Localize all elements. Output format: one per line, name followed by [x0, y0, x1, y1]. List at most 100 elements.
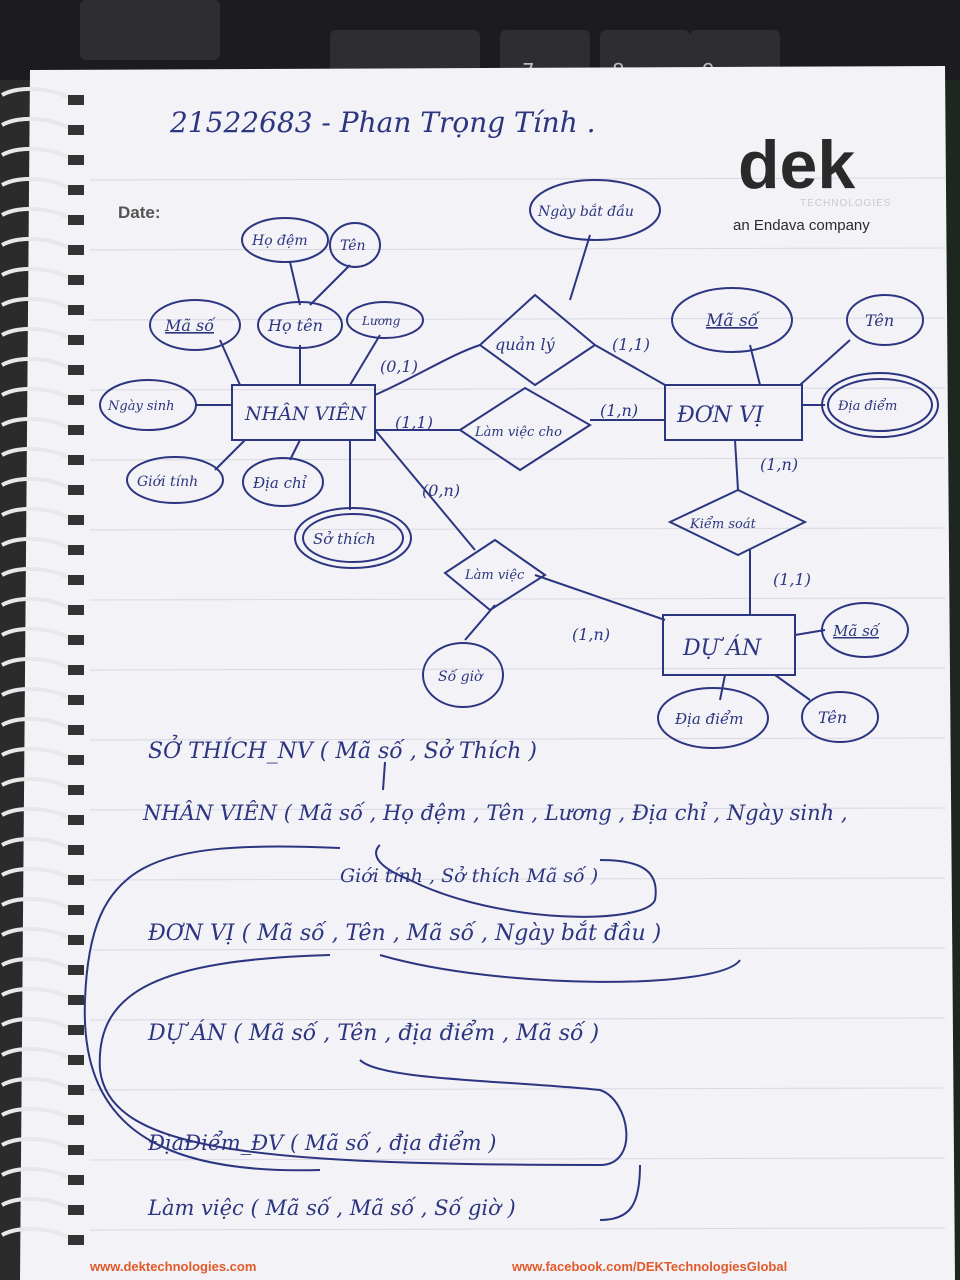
- punch-hole: [68, 635, 84, 645]
- facebook-footer: www.facebook.com/DEKTechnologiesGlobal: [511, 1259, 787, 1274]
- rel-kiem-soat-shape: [667, 488, 808, 557]
- punch-hole: [68, 1055, 84, 1065]
- ruled-lines: [89, 177, 946, 1231]
- keyboard-key: [80, 0, 220, 60]
- punch-hole: [68, 275, 84, 285]
- relational-schema: SỞ THÍCH_NV ( Mã số , Sở Thích ) NHÂN VI…: [142, 734, 848, 1220]
- punch-hole: [68, 755, 84, 765]
- rel-lam-viec-cho: Làm việc cho: [474, 425, 562, 440]
- schema-line: NHÂN VIÊN ( Mã số , Họ đệm , Tên , Lương…: [142, 801, 848, 825]
- punch-hole: [68, 725, 84, 735]
- card-dv-kiem-soat: (1,n): [760, 455, 798, 474]
- entity-du-an: DỰ ÁN: [682, 634, 762, 661]
- punch-hole: [68, 1175, 84, 1185]
- punch-hole: [68, 395, 84, 405]
- attr-luong: Lương: [361, 314, 401, 328]
- dv-attr-dia-diem: Địa điểm: [837, 398, 897, 414]
- card-dv-lam-viec-cho: (1,n): [600, 401, 638, 420]
- punch-hole: [68, 515, 84, 525]
- da-attr-ma-so: Mã số: [832, 622, 881, 640]
- da-attr-dia-diem: Địa điểm: [674, 710, 743, 728]
- punch-hole: [68, 1115, 84, 1125]
- attr-so-gio: Số giờ: [438, 668, 484, 685]
- rel-lam-viec-shape: [443, 538, 547, 612]
- schema-line: Làm việc ( Mã số , Mã số , Số giờ ): [147, 1196, 516, 1220]
- da-attr-ten: Tên: [818, 708, 847, 727]
- punch-hole: [68, 785, 84, 795]
- punch-hole: [68, 335, 84, 345]
- spiral-binding: [1, 86, 84, 1245]
- er-connectors: [195, 234, 851, 701]
- punch-hole: [68, 875, 84, 885]
- attr-ho-ten: Họ tên: [267, 316, 323, 335]
- punch-hole: [68, 575, 84, 585]
- entity-don-vi-box: [664, 384, 803, 441]
- punch-hole: [68, 425, 84, 435]
- punch-hole: [68, 1235, 84, 1245]
- card-nv-lam-viec-cho: (1,1): [395, 413, 433, 432]
- website-footer: www.dektechnologies.com: [89, 1259, 256, 1274]
- punch-hole: [68, 1205, 84, 1215]
- attr-ngay-bat-dau: Ngày bắt đầu: [537, 202, 634, 220]
- attr-ho-dem: Họ đệm: [251, 233, 308, 249]
- rel-quan-ly-shape: [478, 293, 597, 387]
- punch-hole: [68, 95, 84, 105]
- attr-ngay-sinh: Ngày sinh: [107, 399, 175, 414]
- punch-hole: [68, 845, 84, 855]
- attr-gioi-tinh: Giới tính: [137, 474, 198, 490]
- fk-arrows: [83, 761, 741, 1221]
- schema-line: SỞ THÍCH_NV ( Mã số , Sở Thích ): [148, 734, 537, 764]
- punch-hole: [68, 665, 84, 675]
- entity-don-vi: ĐƠN VỊ: [676, 403, 765, 428]
- punch-hole: [68, 215, 84, 225]
- keyboard-key: [500, 30, 590, 80]
- punch-hole: [68, 155, 84, 165]
- punch-hole: [68, 605, 84, 615]
- er-labels: NHÂN VIÊN ĐƠN VỊ DỰ ÁN quản lý Làm việc …: [107, 202, 897, 728]
- card-nv-quan-ly: (0,1): [380, 357, 418, 376]
- punch-hole: [68, 935, 84, 945]
- er-shapes: [99, 179, 939, 749]
- attr-ma-so: Mã số: [164, 316, 216, 335]
- punch-hole: [68, 1025, 84, 1035]
- attr-so-thich: Sở thích: [313, 530, 376, 548]
- keyboard-key: [330, 30, 480, 80]
- schema-line: Giới tính , Sở thích Mã số ): [340, 865, 598, 887]
- punch-hole: [68, 1085, 84, 1095]
- punch-hole: [68, 185, 84, 195]
- student-line: 21522683 - Phan Trọng Tính .: [169, 106, 596, 139]
- card-da-kiem-soat: (1,1): [773, 570, 811, 589]
- rel-quan-ly: quản lý: [495, 335, 556, 354]
- punch-hole: [68, 305, 84, 315]
- punch-hole: [68, 125, 84, 135]
- attr-dia-chi: Địa chỉ: [252, 474, 308, 492]
- punch-hole: [68, 455, 84, 465]
- schema-line: ĐƠN VỊ ( Mã số , Tên , Mã số , Ngày bắt …: [147, 920, 661, 946]
- entity-du-an-box: [662, 614, 796, 676]
- dek-logo-sub: TECHNOLOGIES: [800, 198, 891, 209]
- attr-ten: Tên: [340, 238, 366, 254]
- card-nv-lam-viec: (0,n): [422, 481, 460, 500]
- punch-hole: [68, 815, 84, 825]
- schema-line: ĐịaĐiểm_ĐV ( Mã số , địa điểm ): [147, 1131, 496, 1155]
- date-label: Date:: [118, 203, 161, 222]
- rel-lam-viec: Làm việc: [464, 568, 525, 583]
- rel-lam-viec-cho-shape: [458, 386, 592, 472]
- dek-tagline: an Endava company: [733, 217, 870, 234]
- rel-kiem-soat: Kiểm soát: [689, 516, 757, 532]
- card-dv-quan-ly: (1,1): [612, 335, 650, 354]
- notebook-page: [20, 66, 955, 1280]
- punch-hole: [68, 695, 84, 705]
- entity-nhan-vien-box: [231, 384, 376, 441]
- punch-hole: [68, 545, 84, 555]
- dek-logo: dek: [738, 127, 855, 203]
- punch-hole: [68, 905, 84, 915]
- punch-hole: [68, 245, 84, 255]
- card-da-lam-viec: (1,n): [572, 625, 610, 644]
- punch-hole: [68, 485, 84, 495]
- punch-hole: [68, 995, 84, 1005]
- dv-attr-ma-so: Mã số: [705, 311, 761, 331]
- punch-hole: [68, 1145, 84, 1155]
- schema-line: DỰ ÁN ( Mã số , Tên , địa điểm , Mã số ): [147, 1018, 599, 1046]
